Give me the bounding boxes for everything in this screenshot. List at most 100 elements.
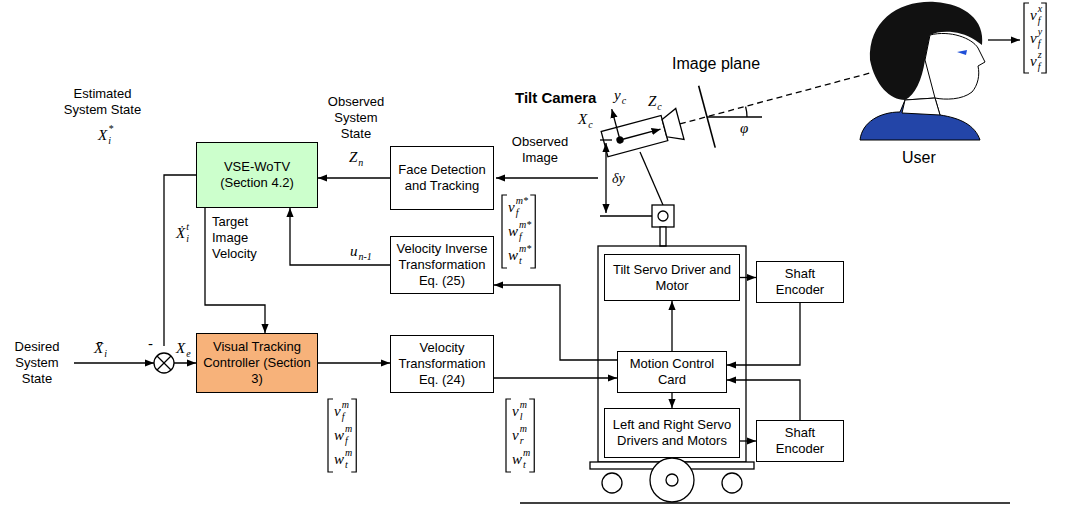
math-symbol: w — [512, 452, 522, 467]
math-symbol: w — [508, 224, 518, 239]
process-box: VSE-WoTV (Section 4.2) — [196, 142, 318, 208]
process-box: Tilt Servo Driver and Motor — [604, 254, 740, 301]
caster-wheel — [602, 473, 622, 493]
annotation-label: - — [148, 336, 153, 351]
box-text: VSE-WoTV (Section 4.2) — [201, 159, 313, 191]
box-text: Tilt Servo Driver and Motor — [609, 262, 735, 294]
math-symbol: Ẋ — [176, 226, 185, 241]
vector-bracket — [506, 399, 511, 472]
camera-stand — [660, 227, 666, 246]
junction-cross — [157, 356, 171, 370]
math-superscript: t — [186, 222, 189, 232]
math-symbol: X — [98, 128, 107, 143]
math-subscript: c — [588, 120, 592, 130]
math-symbol: X — [176, 341, 185, 356]
vector-bracket — [351, 399, 356, 472]
junction-cross — [157, 356, 171, 370]
input-arrow — [74, 362, 154, 363]
ground-line — [520, 502, 1010, 503]
math-subscript: t — [519, 256, 522, 266]
math-symbol: y — [614, 88, 621, 103]
math-superscript: * — [108, 124, 113, 134]
box-text: Shaft Encoder — [761, 266, 839, 298]
math-symbol: v — [1030, 31, 1037, 46]
dimension-tick — [600, 215, 652, 216]
annotation-label: Target Image Velocity — [212, 214, 282, 262]
box-text: Motion Control Card — [622, 356, 722, 388]
math-subscript: f — [342, 412, 345, 422]
math-superscript: m — [523, 448, 530, 458]
math-subscript: e — [186, 349, 190, 359]
math-symbol: X — [578, 112, 587, 127]
process-box: Velocity Transformation Eq. (24) — [390, 335, 494, 393]
math-superscript: y — [1038, 27, 1042, 37]
math-subscript: f — [516, 208, 519, 218]
camera-axis — [612, 109, 620, 140]
math-symbol: w — [334, 428, 344, 443]
math-subscript: f — [1038, 16, 1041, 26]
math-symbol: φ — [740, 121, 748, 136]
signal-arrow — [318, 362, 390, 363]
math-subscript: f — [1038, 39, 1041, 49]
math-subscript: c — [622, 96, 626, 106]
math-subscript: n — [358, 158, 363, 168]
signal-arrow — [671, 301, 672, 351]
tilt-camera — [596, 42, 879, 175]
box-text: Left and Right Servo Drivers and Motors — [609, 417, 735, 449]
math-symbol: v — [1030, 8, 1037, 23]
math-superscript: m* — [519, 244, 531, 254]
math-subscript: l — [520, 412, 523, 422]
camera-axis — [620, 129, 661, 140]
math-subscript: f — [345, 436, 348, 446]
angle-reference — [707, 116, 762, 117]
process-box: Left and Right Servo Drivers and Motors — [604, 408, 740, 458]
annotation-label: Estimated System State — [55, 86, 150, 118]
math-symbol: w — [334, 452, 344, 467]
math-symbol: u — [350, 244, 358, 259]
math-subscript: i — [104, 349, 107, 359]
box-text: Visual Tracking Controller (Section 3) — [201, 339, 313, 387]
math-symbol: v — [512, 404, 519, 419]
math-subscript: i — [186, 234, 189, 244]
camera-body — [601, 116, 668, 157]
math-superscript: z — [1038, 50, 1042, 60]
signal-arrow — [164, 175, 196, 363]
annotation-label: Tilt Camera — [515, 90, 596, 105]
caster-wheel — [722, 473, 742, 493]
math-subscript: f — [1038, 62, 1041, 72]
angle-arc — [746, 107, 747, 117]
box-text: Shaft Encoder — [761, 425, 839, 457]
math-symbol: δy — [612, 172, 625, 186]
math-subscript: r — [520, 436, 524, 446]
signal-arrow — [494, 377, 617, 378]
image-arrow — [496, 177, 598, 178]
signal-arrow — [494, 285, 617, 360]
math-superscript: m* — [516, 196, 528, 206]
signal-arrow — [727, 303, 800, 365]
annotation-label: Observed Image — [498, 134, 582, 166]
robot-body — [598, 246, 746, 462]
math-superscript: x — [1038, 4, 1042, 14]
vector-bracket — [328, 399, 333, 472]
vector-bracket — [529, 399, 534, 472]
math-subscript: c — [657, 102, 661, 112]
box-text: Velocity Inverse Transformation Eq. (25) — [395, 241, 489, 289]
vector-bracket — [502, 195, 507, 268]
math-symbol: v — [334, 404, 341, 419]
process-box: Shaft Encoder — [756, 420, 844, 462]
user-eye — [957, 50, 967, 55]
math-superscript: m — [520, 400, 527, 410]
math-symbol: Z — [349, 150, 357, 165]
math-symbol: v — [1030, 54, 1037, 69]
line-of-sight — [680, 73, 871, 124]
math-symbol: X̄ — [94, 341, 103, 356]
vector-bracket — [1024, 3, 1029, 73]
vector-bracket — [530, 195, 535, 268]
process-box: Visual Tracking Controller (Section 3) — [196, 333, 318, 393]
user-face — [925, 33, 985, 99]
signal-arrow — [290, 208, 390, 265]
math-superscript: m — [520, 424, 527, 434]
annotation-label: Image plane — [672, 56, 760, 72]
